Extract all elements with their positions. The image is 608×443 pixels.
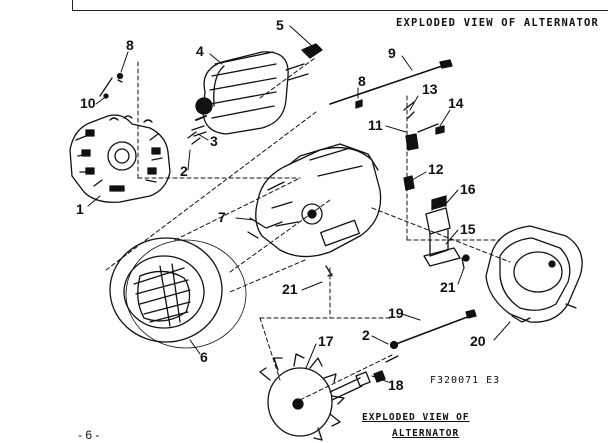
callout-8a: 8 — [126, 37, 134, 53]
callout-9: 9 — [388, 45, 396, 61]
callout-17: 17 — [318, 333, 334, 349]
caption-line1: EXPLODED VIEW OF — [362, 412, 470, 423]
header-rule — [72, 10, 608, 11]
callout-21a: 21 — [282, 281, 298, 297]
callout-7: 7 — [218, 209, 226, 225]
callout-3: 3 — [210, 133, 218, 149]
callout-20: 20 — [470, 333, 486, 349]
callout-15: 15 — [460, 221, 476, 237]
drawing-reference: F320071 E3 — [430, 375, 501, 386]
front-cover — [109, 237, 247, 349]
callout-19: 19 — [388, 305, 404, 321]
callout-13: 13 — [422, 81, 438, 97]
header-title: EXPLODED VIEW OF ALTERNATOR — [396, 17, 600, 29]
leader-lines — [87, 25, 511, 383]
brush-holder — [423, 195, 470, 267]
screw-21a — [325, 265, 333, 277]
callout-4: 4 — [196, 43, 204, 59]
rotor-assembly — [195, 43, 323, 135]
callout-5: 5 — [276, 17, 284, 33]
callout-18: 18 — [388, 377, 404, 393]
screw-21b — [461, 257, 465, 269]
callout-6: 6 — [200, 349, 208, 365]
rectifier-assembly — [69, 72, 171, 203]
callout-2b: 2 — [362, 327, 370, 343]
page-number: - 6 - — [78, 428, 100, 442]
callout-21b: 21 — [440, 279, 456, 295]
rear-end-cover — [485, 225, 583, 323]
callout-16: 16 — [460, 181, 476, 197]
caption-line2: ALTERNATOR — [392, 428, 460, 439]
through-bolt-19 — [395, 315, 471, 345]
callout-8b: 8 — [358, 73, 366, 89]
through-bolt-9 — [329, 63, 449, 105]
pulley-fan — [259, 353, 399, 441]
frame-tick — [72, 0, 73, 10]
terminal-parts — [355, 99, 445, 191]
callout-2a: 2 — [180, 163, 188, 179]
callout-1: 1 — [76, 201, 84, 217]
small-hardware — [187, 115, 207, 145]
callout-10: 10 — [80, 95, 96, 111]
callout-11: 11 — [368, 117, 383, 133]
callout-12: 12 — [428, 161, 444, 177]
callout-14: 14 — [448, 95, 464, 111]
alternator-housing — [247, 143, 382, 258]
